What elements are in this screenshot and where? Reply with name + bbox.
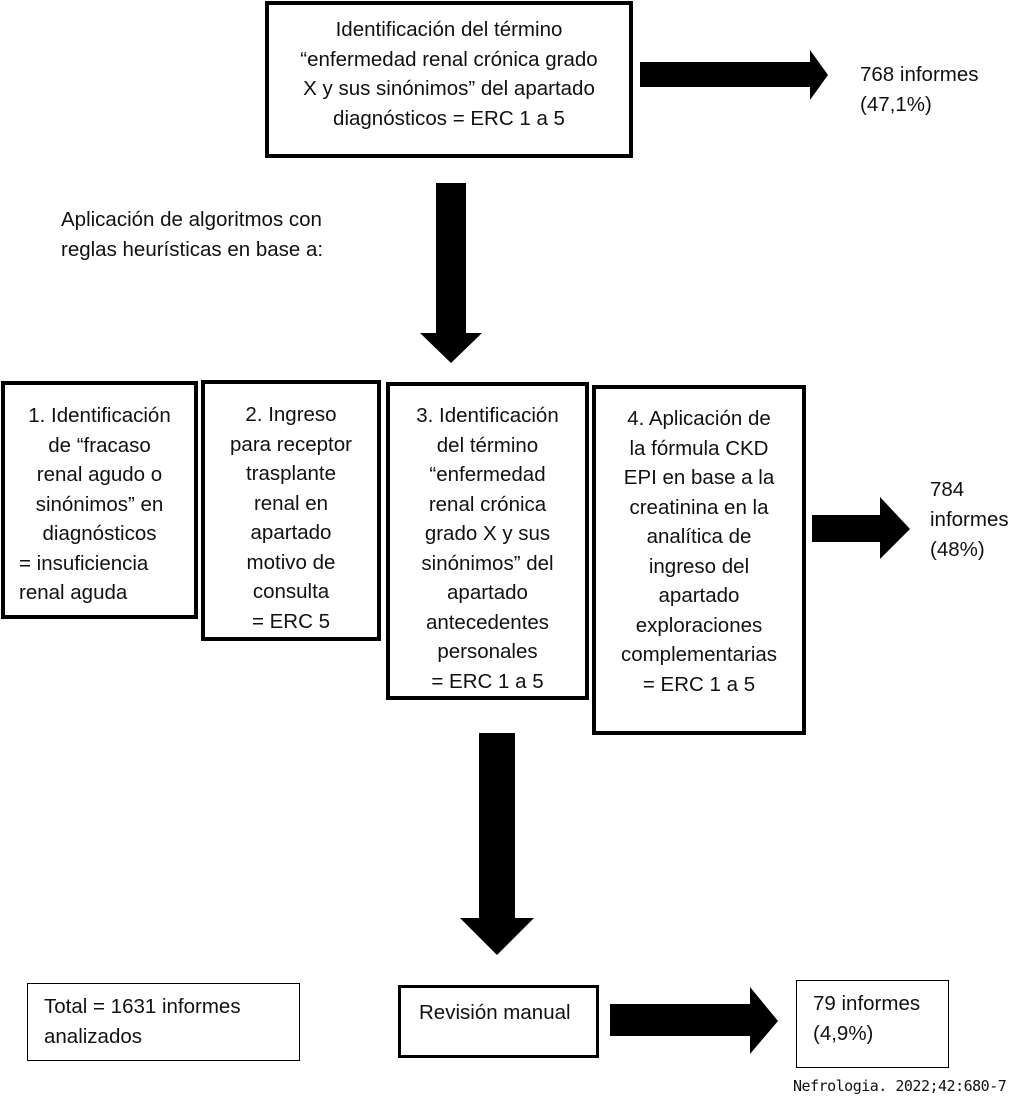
rule-2-line: consulta — [252, 580, 330, 603]
top-box-line: diagnósticos = ERC 1 a 5 — [333, 106, 565, 130]
rule-4-line: = ERC 1 a 5 — [642, 672, 756, 696]
rule-1-line: diagnósticos — [42, 522, 157, 545]
arrow-right-icon — [812, 497, 910, 559]
manual-result-percent: (4,9%) — [813, 1021, 874, 1045]
top-result-text: 768 informes (47,1%) — [860, 60, 979, 120]
rule-2-line: = ERC 5 — [251, 609, 331, 633]
rule-3-line: sinónimos” del — [421, 551, 554, 575]
rule-4-line: ingreso del — [648, 554, 750, 578]
rule-1-line: renal agudo o — [36, 463, 163, 486]
top-result-percent: (47,1%) — [860, 93, 932, 116]
rule-4-line: exploraciones — [635, 613, 763, 637]
arrow-down-icon — [420, 183, 482, 363]
total-box: Total = 1631 informes analizados — [27, 983, 300, 1061]
arrow-right-icon — [640, 50, 828, 100]
top-box-line: “enfermedad renal crónica grado — [300, 47, 598, 71]
rule-4-line: la fórmula CKD — [629, 436, 769, 460]
rule-box-2: 2. Ingreso para receptor trasplante rena… — [201, 380, 381, 641]
top-box-line: X y sus sinónimos” del apartado — [303, 77, 595, 100]
total-box-line: analizados — [44, 1024, 143, 1048]
manual-review-box: Revisión manual — [398, 985, 599, 1058]
rule-3-line: renal crónica — [428, 492, 547, 516]
rule-4-line: complementarias — [620, 643, 778, 666]
rule-4-line: 4. Aplicación de — [627, 407, 771, 430]
rule-box-3: 3. Identificación del término “enfermeda… — [386, 382, 589, 700]
rule-3-line: 3. Identificación — [416, 404, 559, 427]
rules-result-percent: (48%) — [930, 538, 985, 561]
citation: Nefrologia. 2022;42:680-7 — [793, 1077, 1007, 1095]
rule-1-line: de “fracaso — [48, 433, 151, 457]
arrow-right-icon — [610, 987, 778, 1054]
manual-result-count: 79 informes — [813, 992, 921, 1015]
total-box-line: Total = 1631 informes — [44, 995, 241, 1018]
rules-result-count: 784 — [930, 478, 965, 501]
heuristics-label-line: Aplicación de algoritmos con — [61, 208, 322, 231]
manual-result-box: 79 informes (4,9%) — [796, 980, 949, 1068]
heuristics-label: Aplicación de algoritmos con reglas heur… — [61, 205, 323, 265]
rule-3-line: “enfermedad — [429, 463, 546, 486]
top-result-count: 768 informes — [860, 63, 979, 86]
rules-result-unit: informes — [930, 508, 1009, 531]
rule-3-line: grado X y sus — [424, 522, 551, 545]
rule-2-line: trasplante — [245, 462, 337, 485]
rule-2-line: renal en — [253, 491, 329, 515]
rule-3-line: del término — [436, 433, 539, 457]
rule-2-line: 2. Ingreso — [245, 403, 337, 426]
rule-3-line: = ERC 1 a 5 — [431, 669, 544, 693]
arrow-down-icon — [460, 733, 534, 955]
rule-3-line: antecedentes — [425, 610, 550, 634]
rule-1-line: sinónimos” en — [35, 492, 164, 516]
manual-review-label: Revisión manual — [419, 1001, 571, 1024]
rule-2-line: motivo de — [246, 550, 336, 574]
rule-box-4: 4. Aplicación de la fórmula CKD EPI en b… — [592, 385, 806, 735]
top-box-line: Identificación del término — [335, 18, 563, 41]
rule-4-line: creatinina en la — [629, 495, 769, 519]
rule-box-1: 1. Identificación de “fracaso renal agud… — [1, 381, 198, 619]
rule-3-line: personales — [437, 640, 538, 663]
rule-4-line: apartado — [658, 584, 740, 607]
top-diagnosis-box: Identificación del término “enfermedad r… — [265, 1, 633, 158]
rule-1-line: renal aguda — [19, 581, 128, 604]
rule-2-line: apartado — [250, 521, 332, 544]
rule-4-line: EPI en base a la — [623, 466, 775, 489]
rule-1-line: 1. Identificación — [28, 404, 171, 427]
rule-4-line: analítica de — [646, 525, 752, 548]
rule-1-line: = insuficiencia — [19, 551, 149, 575]
rule-3-line: apartado — [447, 581, 528, 604]
rules-result-text: 784 informes (48%) — [930, 475, 1009, 565]
rule-2-line: para receptor — [230, 432, 352, 456]
heuristics-label-line: reglas heurísticas en base a: — [61, 238, 324, 261]
